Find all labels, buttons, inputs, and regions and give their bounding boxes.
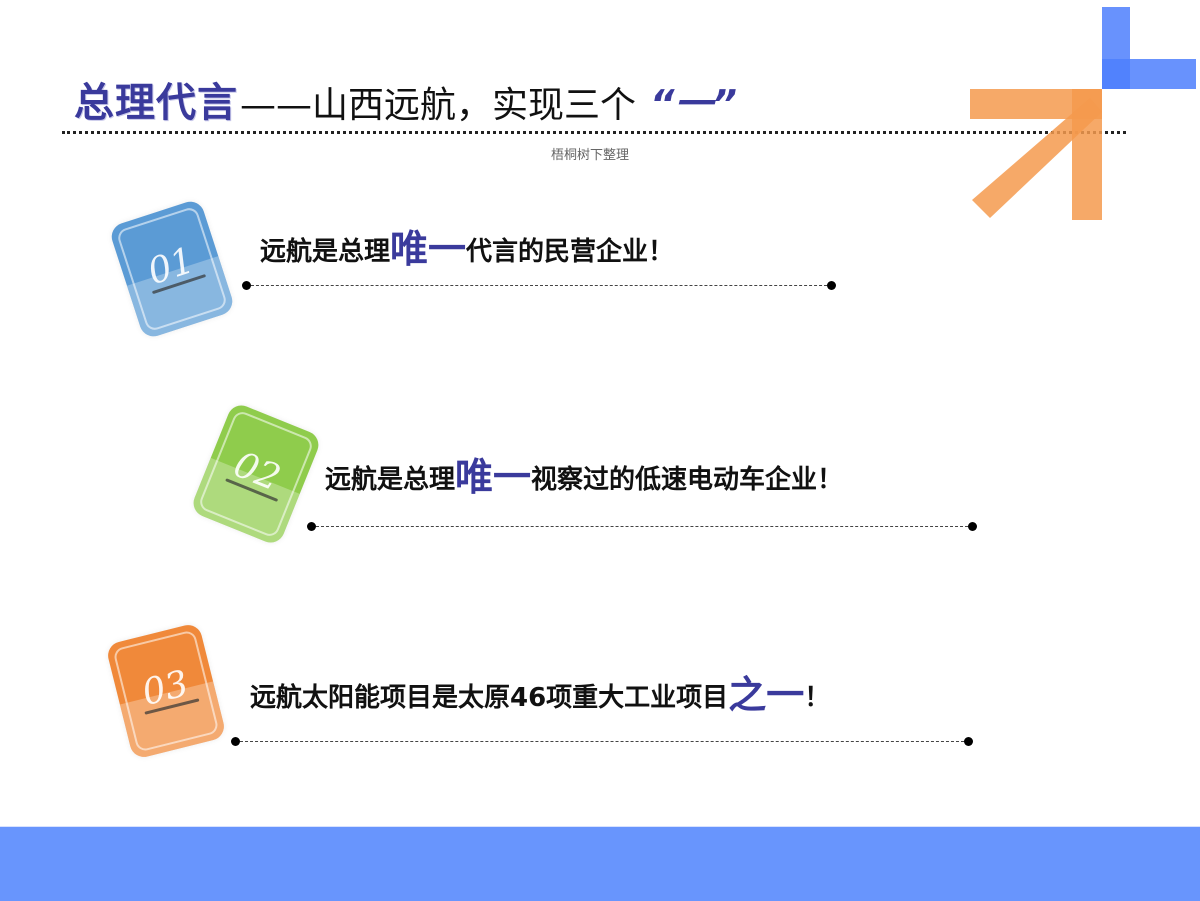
number-card-02: 02 <box>189 401 323 547</box>
footer-bar <box>0 826 1200 901</box>
number-card-01: 01 <box>108 198 236 340</box>
item-divider-3 <box>231 737 973 746</box>
item-divider-2 <box>307 522 977 531</box>
item-text-1: 远航是总理唯一代言的民营企业！ <box>260 227 675 271</box>
page-title: 总理代言 ——山西远航，实现三个 “一” <box>74 72 737 128</box>
highlight: 之一 <box>728 673 805 717</box>
item-divider-1 <box>242 281 836 290</box>
title-quote: “一” <box>650 82 737 126</box>
number-card-03: 03 <box>105 622 227 760</box>
item-text-2: 远航是总理唯一视察过的低速电动车企业！ <box>325 455 844 499</box>
title-accent: 总理代言 <box>74 80 238 126</box>
title-text: ——山西远航，实现三个 <box>240 85 637 126</box>
item-text-3: 远航太阳能项目是太原46项重大工业项目之一！ <box>250 673 831 717</box>
title-divider <box>62 131 1126 134</box>
subtitle: 梧桐树下整理 <box>551 148 630 163</box>
logo-icon <box>970 7 1196 220</box>
highlight: 唯一 <box>390 227 467 271</box>
highlight: 唯一 <box>455 455 532 499</box>
